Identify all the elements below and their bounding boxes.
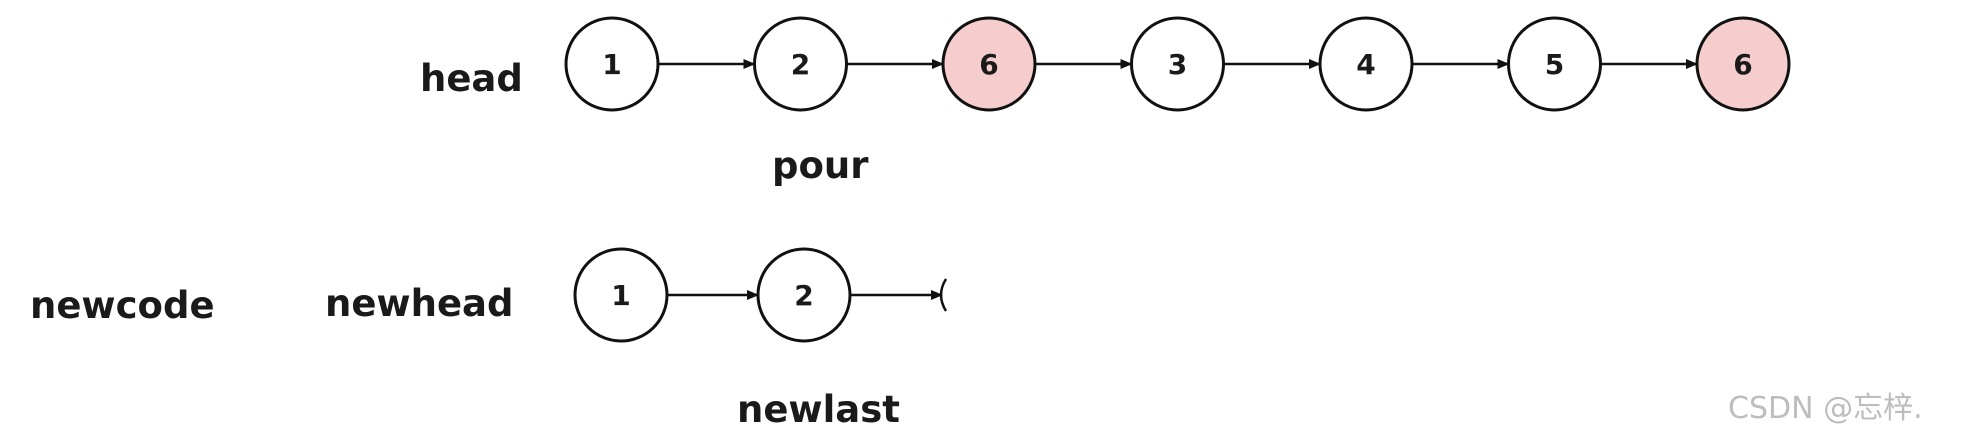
head-node-value-1: 1 [602,48,621,81]
newhead-partial-node [939,278,948,312]
watermark: CSDN @忘梓. [1728,391,1923,426]
head-node-value-6: 5 [1545,48,1564,81]
newhead-node-value-2: 2 [794,279,813,312]
newlast-label: newlast [737,388,900,431]
newcode-label: newcode [30,284,215,327]
head-label: head [420,57,523,100]
head-node-value-3: 6 [979,48,998,81]
head-node-7 [1695,16,1791,112]
head-node-value-5: 4 [1356,48,1375,81]
newhead-label: newhead [325,282,514,325]
head-node-value-7: 6 [1733,48,1752,81]
head-node-value-4: 3 [1168,48,1187,81]
head-node-value-2: 2 [791,48,810,81]
pour-label: pour [772,144,869,187]
head-list: 1 2 6 3 4 5 6 [564,16,1791,112]
newhead-node-value-1: 1 [611,279,630,312]
